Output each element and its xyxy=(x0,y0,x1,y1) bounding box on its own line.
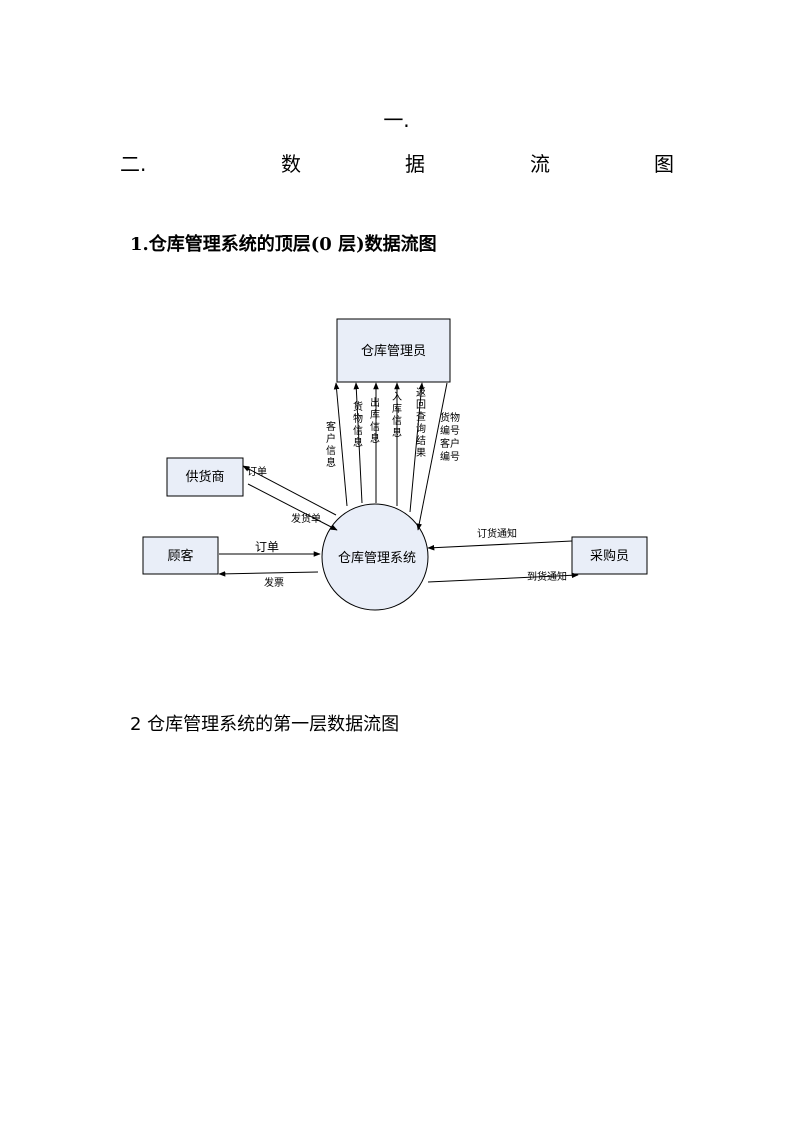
flow-label-query-result: 返回查询结果 xyxy=(416,387,426,459)
flow-label-supplier-invoice: 发货单 xyxy=(291,512,321,525)
flow-label-order-notice: 订货通知 xyxy=(477,527,517,540)
entity-admin-label: 仓库管理员 xyxy=(361,343,426,359)
heading-two-char: 数 xyxy=(281,152,301,176)
heading-two-char: 据 xyxy=(405,152,425,176)
flow-arrow-order-notice xyxy=(427,540,573,551)
flow-arrow-arrival-notice xyxy=(427,572,579,583)
flow-arrow-goods-info xyxy=(353,382,363,504)
flow-label-customer-bill: 发票 xyxy=(264,576,284,589)
flow-arrow-goods-no xyxy=(416,382,448,531)
entity-buyer-label: 采购员 xyxy=(590,548,629,564)
entity-customer: 顾客 xyxy=(142,536,219,575)
flow-arrow-supplier-order xyxy=(242,465,337,516)
flow-label-goods-info: 货物信息 xyxy=(353,400,363,449)
flow-label-goods-no: 货物编号 xyxy=(440,411,460,437)
flow-arrow-customer-bill xyxy=(218,571,319,577)
heading-two-number: 二. xyxy=(120,152,147,176)
section-1-title: 1.仓库管理系统的顶层(0 层)数据流图 xyxy=(130,234,437,255)
process-system-label: 仓库管理系统 xyxy=(338,550,416,566)
flow-label-customer-info: 客户信息 xyxy=(326,420,336,469)
flow-arrow-query-result xyxy=(409,382,425,513)
heading-one: 一. xyxy=(383,108,410,132)
flow-label-supplier-order: 订单 xyxy=(247,466,267,478)
flow-label-customer-order: 订单 xyxy=(255,540,279,554)
section-2-title: 2 仓库管理系统的第一层数据流图 xyxy=(130,714,400,735)
flow-arrow-supplier-invoice xyxy=(247,483,338,531)
flow-arrow-customer-info xyxy=(333,382,348,507)
flow-label-arrival-notice: 到货通知 xyxy=(527,570,567,583)
process-system: 仓库管理系统 xyxy=(321,503,429,611)
flow-label-customer-no: 客户编号 xyxy=(440,437,460,463)
heading-two-char: 流 xyxy=(530,152,550,176)
heading-two-char: 图 xyxy=(654,152,674,176)
flow-label-inbound-info: 入库信息 xyxy=(392,392,402,439)
entity-customer-label: 顾客 xyxy=(167,548,193,564)
heading-two: 二. 数 据 流 图 xyxy=(0,148,793,176)
entity-buyer: 采购员 xyxy=(571,536,648,575)
flow-label-outbound-info: 出库信息 xyxy=(370,396,380,445)
entity-supplier-label: 供货商 xyxy=(185,469,224,485)
entity-supplier: 供货商 xyxy=(166,457,244,497)
entity-admin: 仓库管理员 xyxy=(336,318,451,383)
